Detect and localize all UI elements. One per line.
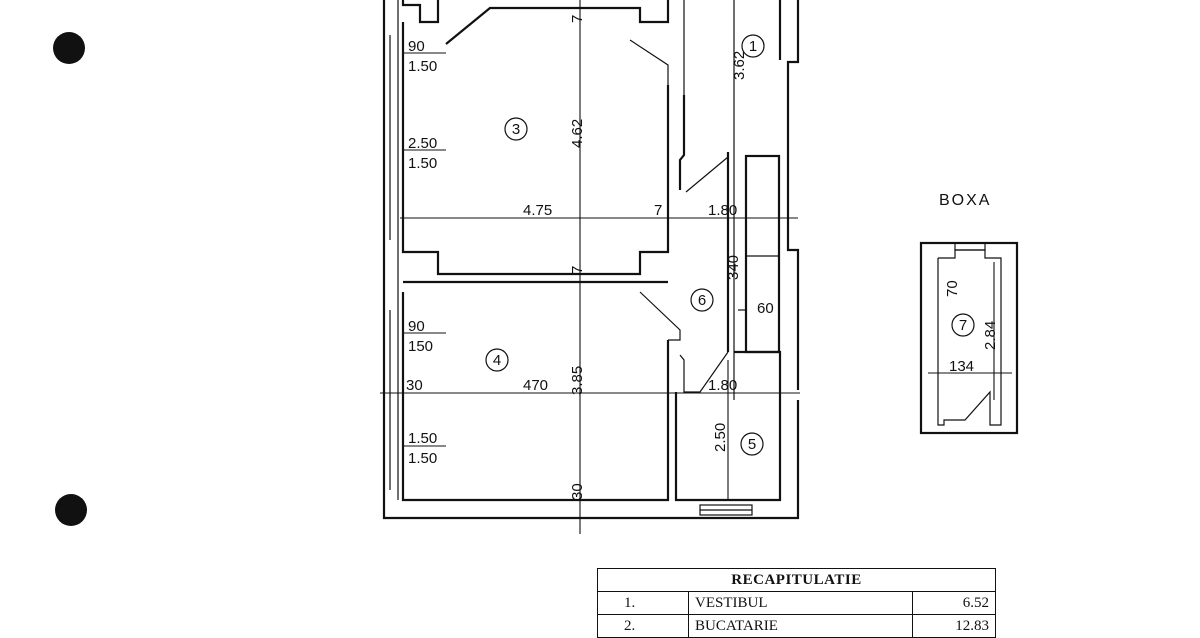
dim-470: 470 (523, 377, 548, 394)
binder-hole-bottom (55, 494, 87, 526)
dim-60: 60 (757, 300, 774, 317)
recap-row-area: 12.83 (912, 614, 996, 638)
outer-walls (382, 0, 800, 520)
boxa-dim-134: 134 (949, 358, 974, 375)
dim-150-top: 1.50 (408, 58, 437, 75)
dim-90-top: 90 (408, 38, 425, 55)
recap-header-row: RECAPITULATIE (597, 568, 996, 592)
boxa-title: BOXA (939, 192, 991, 209)
dim-30-bottom: 30 (569, 483, 586, 500)
boxa-dim-70: 70 (944, 280, 961, 297)
dim-462: 4.62 (569, 119, 586, 148)
recap-row-num: 2. (597, 614, 689, 638)
dim-30-left: 30 (406, 377, 423, 394)
dimension-lines (380, 0, 800, 534)
recap-row-num: 1. (597, 591, 689, 615)
table-row: 1. VESTIBUL 6.52 (597, 591, 996, 615)
room-6-label: 6 (698, 292, 706, 309)
dim-475: 4.75 (523, 202, 552, 219)
boxa-unit: BOXA 7 70 2.84 134 (919, 192, 1019, 435)
dim-150-mid: 1.50 (408, 155, 437, 172)
room-3-label: 3 (512, 121, 520, 138)
recap-title: RECAPITULATIE (597, 568, 996, 592)
room-4-label: 4 (493, 352, 501, 369)
recap-row-name: VESTIBUL (688, 591, 913, 615)
room-4-walls (401, 280, 729, 502)
room-5-walls (674, 350, 782, 516)
dimension-labels: 90 1.50 2.50 1.50 90 150 30 1.50 1.50 4.… (406, 15, 774, 500)
hall-walls (678, 0, 781, 400)
dim-180-bottom: 1.80 (708, 377, 737, 394)
recap-row-name: BUCATARIE (688, 614, 913, 638)
dim-180-top: 1.80 (708, 202, 737, 219)
dim-7-mid: 7 (654, 202, 662, 219)
dim-250-bath: 2.50 (712, 423, 729, 452)
binder-hole-top (53, 32, 85, 64)
recap-table: RECAPITULATIE 1. VESTIBUL 6.52 2. BUCATA… (597, 568, 996, 638)
boxa-dim-284: 2.84 (982, 321, 999, 350)
dim-150-low: 150 (408, 338, 433, 355)
dim-150-bottom-b: 1.50 (408, 450, 437, 467)
dim-250: 2.50 (408, 135, 437, 152)
dim-362: 3.62 (731, 51, 748, 80)
dim-150-bottom-a: 1.50 (408, 430, 437, 447)
dim-90-low: 90 (408, 318, 425, 335)
room-labels: 1 3 4 5 6 (485, 34, 765, 456)
dim-7-low: 7 (569, 266, 586, 274)
table-row: 2. BUCATARIE 12.83 (597, 614, 996, 638)
room-3-walls (401, 0, 685, 276)
dim-385: 3.85 (569, 366, 586, 395)
recap-row-area: 6.52 (912, 591, 996, 615)
dim-340: 340 (725, 255, 742, 280)
dim-7-top: 7 (569, 15, 586, 23)
room-7-label: 7 (959, 317, 967, 334)
room-1-label: 1 (749, 38, 757, 55)
room-5-label: 5 (748, 436, 756, 453)
